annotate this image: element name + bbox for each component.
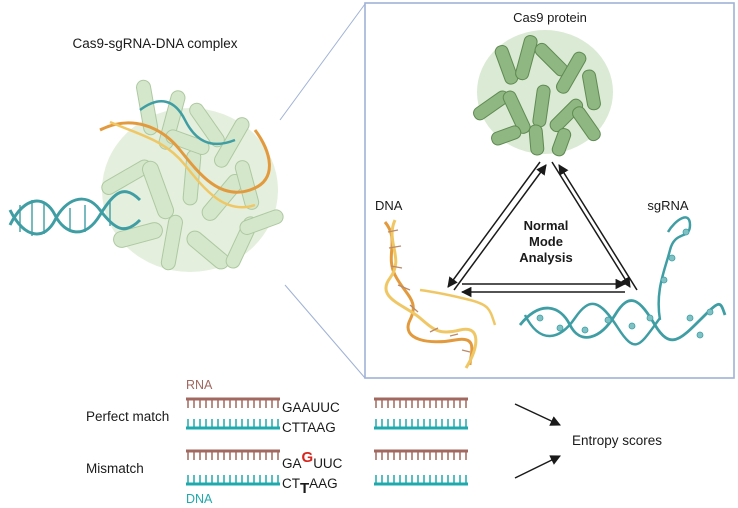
nma-label-line-3: Analysis [519, 250, 572, 265]
mismatch-dna-strand-left [186, 475, 280, 486]
perfect-match-label: Perfect match [86, 409, 169, 424]
mismatch-rna-strand-right [374, 449, 468, 460]
arrow-protein-to-dna [447, 161, 541, 288]
nma-label-line-1: Normal [524, 218, 569, 233]
mismatch-rna-suffix: UUC [313, 456, 342, 471]
perfect-dna-seq: CTTAAG [282, 420, 336, 435]
nma-label-line-2: Mode [529, 234, 563, 249]
nma-arrows [447, 161, 638, 298]
arrow-sgrna-to-protein [558, 164, 638, 291]
perfect-rna-strand-left [186, 397, 280, 408]
complex-protein-cylinders [101, 79, 284, 272]
mismatch-rna-seq: GAGUUC [282, 449, 343, 471]
complex-sgrna-helix [8, 190, 142, 234]
dna-structure [383, 219, 497, 369]
mismatch-dna-suffix: AAG [309, 476, 338, 491]
dna-label: DNA [375, 198, 403, 213]
rna-strand-label: RNA [186, 378, 213, 392]
complex-structure [8, 79, 284, 272]
mismatch-rna-prefix: GA [282, 456, 302, 471]
cas9-protein-structure [473, 30, 613, 157]
arrow-dna-to-protein [453, 164, 547, 291]
arrow-protein-to-sgrna [551, 161, 631, 288]
zoom-line-bottom [284, 284, 366, 379]
perfect-dna-strand-right [374, 419, 468, 430]
perfect-rna-seq: GAAUUC [282, 400, 340, 415]
sgrna-label: sgRNA [647, 198, 689, 213]
mismatch-rna-base: G [302, 449, 314, 466]
mismatch-dna-strand-right [374, 475, 468, 486]
entropy-scores-label: Entropy scores [572, 433, 662, 448]
sgrna-structure [518, 216, 727, 346]
arrow-mismatch-to-entropy [514, 455, 561, 479]
mismatch-rna-strand-left [186, 449, 280, 460]
mismatch-dna-prefix: CT [282, 476, 300, 491]
protein-label: Cas9 protein [513, 10, 587, 25]
perfect-rna-strand-right [374, 397, 468, 408]
complex-title: Cas9-sgRNA-DNA complex [72, 36, 237, 51]
dna-strand-label: DNA [186, 492, 213, 506]
mismatch-dna-base: T [300, 480, 309, 497]
mismatch-dna-seq: CTTAAG [282, 476, 338, 497]
zoom-line-top [279, 3, 366, 121]
base-pair-strands [186, 397, 468, 486]
perfect-dna-strand-left [186, 419, 280, 430]
complex-dna-strand [99, 121, 271, 194]
mismatch-label: Mismatch [86, 461, 144, 476]
arrow-perfect-to-entropy [514, 403, 561, 426]
